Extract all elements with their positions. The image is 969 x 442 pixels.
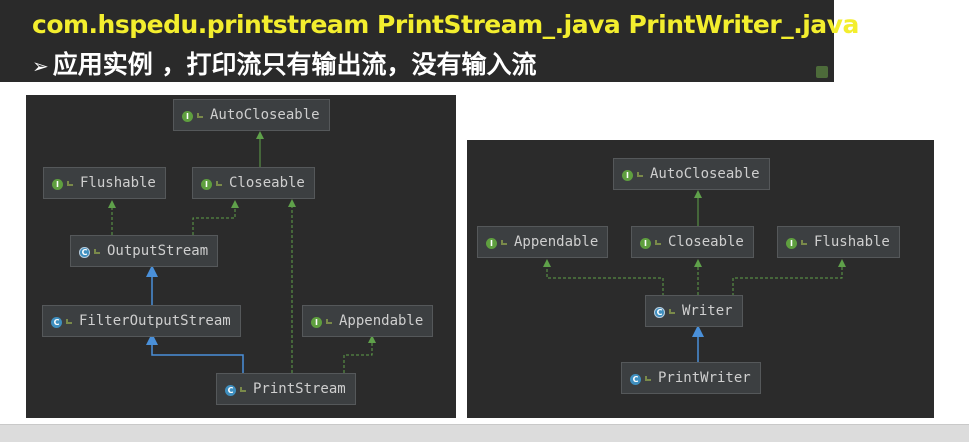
lock-icon [801,240,807,245]
node-label: Appendable [339,313,424,329]
lock-icon [94,249,100,254]
node-label: Flushable [814,234,890,250]
node-appendable[interactable]: I Appendable [477,226,609,258]
edge-printstream-appendable [343,335,376,373]
edge-outputstream-closeable [192,200,239,235]
subtitle: ➢应用实例 ，打印流只有输出流，没有输入流 [32,45,536,81]
node-printwriter[interactable]: C PrintWriter [621,362,761,394]
printwriter-hierarchy-diagram: I AutoCloseable I Appendable I Closeable I F… [467,140,934,418]
interface-icon: I [52,179,63,190]
node-label: OutputStream [107,243,209,259]
lock-icon [67,181,73,186]
bottom-strip [0,424,969,442]
interface-icon: I [640,238,651,249]
class-icon: C [51,317,62,328]
lock-icon [197,113,203,118]
lock-icon [216,181,222,186]
node-label: Closeable [229,175,305,191]
node-autocloseable[interactable]: I AutoCloseable [613,158,770,190]
node-label: PrintStream [253,381,346,397]
printstream-edges [108,131,376,375]
interface-icon: I [486,238,497,249]
bullet-arrow-icon: ➢ [32,54,49,78]
node-label: Appendable [514,234,599,250]
edge-writer-flushable [732,259,846,296]
class-icon: C [225,385,236,396]
node-autocloseable[interactable]: I AutoCloseable [173,99,330,131]
node-label: Closeable [668,234,744,250]
interface-icon: I [201,179,212,190]
node-flushable[interactable]: I Flushable [777,226,900,258]
edge-writer-appendable [543,259,664,296]
node-outputstream[interactable]: C OutputStream [70,235,219,267]
node-label: FilterOutputStream [79,313,231,329]
edge-printstream-filteroutputstream [146,333,244,375]
subtitle-text: 应用实例 ，打印流只有输出流，没有输入流 [52,50,537,79]
interface-icon: I [311,317,322,328]
lock-icon [655,240,661,245]
interface-icon: I [622,170,633,181]
lock-icon [501,240,507,245]
class-icon: C [630,374,641,385]
node-appendable[interactable]: I Appendable [302,305,434,337]
node-flushable[interactable]: I Flushable [43,167,166,199]
interface-icon: I [786,238,797,249]
node-filteroutputstream[interactable]: C FilterOutputStream [42,305,241,337]
node-label: AutoCloseable [650,166,760,182]
node-label: PrintWriter [658,370,751,386]
node-closeable[interactable]: I Closeable [631,226,754,258]
interface-icon: I [182,111,193,122]
lock-icon [645,376,651,381]
lock-icon [326,319,332,324]
node-writer[interactable]: C Writer [645,295,743,327]
node-label: Writer [682,303,733,319]
node-printstream[interactable]: C PrintStream [216,373,356,405]
printwriter-edges [543,190,846,362]
node-label: AutoCloseable [210,107,320,123]
printstream-hierarchy-diagram: I AutoCloseable I Flushable I Closeable C Ou… [26,95,456,418]
node-label: Flushable [80,175,156,191]
package-title: com.hspedu.printstream PrintStream_.java… [32,10,859,39]
lock-icon [669,309,675,314]
title-banner: com.hspedu.printstream PrintStream_.java… [0,0,859,82]
corner-icon [816,66,828,78]
abstract-class-icon: C [654,307,665,318]
lock-icon [240,387,246,392]
abstract-class-icon: C [79,247,90,258]
lock-icon [66,319,72,324]
lock-icon [637,172,643,177]
node-closeable[interactable]: I Closeable [192,167,315,199]
